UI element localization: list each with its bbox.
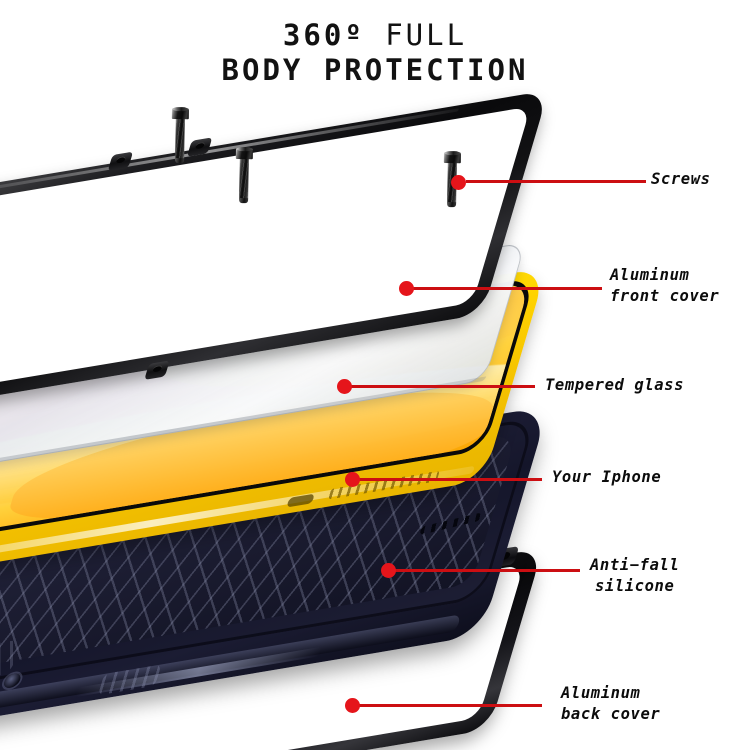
title-full: FULL [364, 18, 468, 52]
screw-tip [239, 198, 249, 204]
screw-tip [175, 158, 185, 164]
leader-line-screws [466, 180, 646, 183]
leader-line-aluminum-back-cover [353, 704, 542, 707]
leader-line-your-iphone [353, 478, 542, 481]
screw-threads [239, 158, 249, 201]
leader-dot-aluminum-front-cover [399, 281, 414, 296]
title-line-2: BODY PROTECTION [221, 53, 529, 88]
screw-hole-icon [152, 364, 163, 373]
screw-hole-icon [115, 155, 127, 164]
screw-head-top [172, 107, 189, 112]
screw-head-top [444, 151, 461, 156]
leader-line-anti-fall-silicone [389, 569, 580, 572]
screw-tip [447, 202, 457, 208]
label-screws: Screws [651, 170, 711, 188]
leader-dot-aluminum-back-cover [345, 698, 360, 713]
label-aluminum-back-cover: Aluminum back cover [561, 684, 661, 723]
screw-head-top [236, 147, 253, 152]
label-tempered-glass: Tempered glass [545, 376, 685, 394]
leader-dot-your-iphone [345, 472, 360, 487]
leader-dot-tempered-glass [337, 379, 352, 394]
title-360: 360º [282, 18, 365, 52]
title-line-1: 360º FULL [0, 18, 750, 53]
leader-dot-screws [451, 175, 466, 190]
screw-hole-icon [194, 141, 206, 150]
leader-line-tempered-glass [345, 385, 535, 388]
screw-threads [175, 118, 185, 161]
page-title: 360º FULL BODY PROTECTION [0, 18, 750, 89]
label-aluminum-front-cover: Aluminum front cover [610, 266, 720, 305]
label-your-iphone: Your Iphone [552, 468, 662, 486]
leader-line-aluminum-front-cover [408, 287, 602, 290]
label-anti-fall-silicone: Anti−fall silicone [590, 556, 680, 595]
leader-dot-anti-fall-silicone [381, 563, 396, 578]
